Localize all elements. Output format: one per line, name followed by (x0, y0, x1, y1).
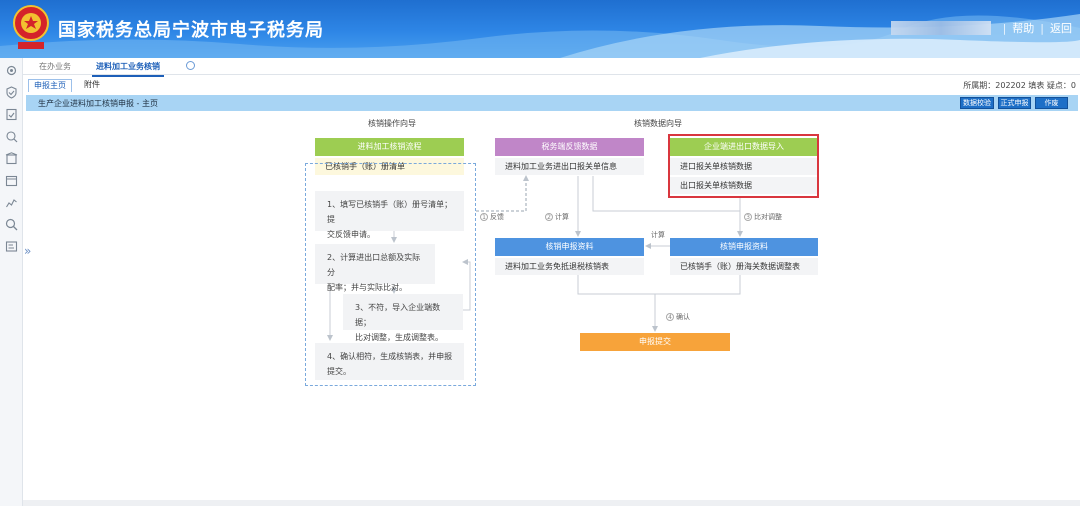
close-tab-icon[interactable] (186, 61, 195, 70)
data-guide-title: 核销数据向导 (634, 119, 682, 128)
submit-declaration-button[interactable]: 申报提交 (580, 333, 730, 351)
building-icon[interactable] (5, 152, 18, 165)
tab-in-progress[interactable]: 在办业务 (39, 62, 71, 71)
export-customs-data[interactable]: 出口报关单核销数据 (670, 177, 818, 194)
back-link[interactable]: 返回 (1050, 22, 1072, 35)
report-left-header: 核销申报资料 (495, 238, 644, 256)
step-2: 2、计算进出口总额及实际分 配率；并与实际比对。 (315, 244, 435, 292)
coin-search-icon[interactable] (5, 130, 18, 143)
import-customs-data[interactable]: 进口报关单核销数据 (670, 158, 818, 175)
search-icon[interactable] (5, 218, 18, 231)
tab-processing-verification[interactable]: 进料加工业务核销 (92, 62, 164, 77)
terminal-icon[interactable] (5, 240, 18, 253)
page-toolbar: 生产企业进料加工核销申报 - 主页 数据校验 正式申报 作废 (26, 95, 1078, 111)
step-3: 3、不符，导入企业端数据； 比对调整，生成调整表。 (343, 294, 463, 342)
user-info-blurred (890, 21, 991, 35)
verified-book-list[interactable]: 已核销手（账）册清单 (315, 158, 464, 175)
tax-feedback-header: 税务端反馈数据 (495, 138, 644, 156)
chevron-right-icon[interactable]: » (24, 244, 32, 258)
tab-bar: 在办业务 进料加工业务核销 (23, 58, 1080, 77)
subtab-bar: 申报主页 附件 所属期：202202 填表 疑点：0 (23, 79, 1080, 93)
tax-feedback-item[interactable]: 进料加工业务进出口报关单信息 (495, 158, 644, 175)
report-right-header: 核销申报资料 (670, 238, 818, 256)
chart-icon[interactable] (5, 196, 18, 209)
period-info: 所属期：202202 填表 疑点：0 (963, 81, 1076, 90)
process-steps-container (305, 163, 476, 386)
shield-icon[interactable] (5, 86, 18, 99)
app-header: 国家税务总局宁波市电子税务局 | 帮助 | 返回 (0, 0, 1080, 58)
top-right-links: | 帮助 | 返回 (890, 20, 1072, 36)
gear-icon[interactable] (5, 64, 18, 77)
step-1: 1、填写已核销手（账）册号清单；提 交反馈申请。 (315, 191, 464, 239)
page-title: 生产企业进料加工核销申报 - 主页 (38, 99, 158, 108)
validate-button[interactable]: 数据校验 (960, 97, 994, 109)
emblem-icon (13, 5, 49, 49)
process-header: 进料加工核销流程 (315, 138, 464, 156)
subtab-attachment[interactable]: 附件 (84, 80, 100, 89)
report-left-item[interactable]: 进料加工业务免抵退税核销表 (495, 258, 644, 275)
flow-label-calc2: 计算 (651, 231, 665, 239)
formal-submit-button[interactable]: 正式申报 (998, 97, 1031, 109)
operation-guide-title: 核销操作向导 (368, 119, 416, 128)
app-title: 国家税务总局宁波市电子税务局 (58, 20, 324, 41)
enterprise-import-header: 企业端进出口数据导入 (670, 138, 818, 156)
left-sidebar (0, 58, 23, 506)
highlight-frame (668, 134, 819, 198)
checklist-icon[interactable] (5, 108, 18, 121)
void-button[interactable]: 作废 (1035, 97, 1068, 109)
calendar-icon[interactable] (5, 174, 18, 187)
subtab-home[interactable]: 申报主页 (28, 79, 72, 92)
step-4: 4、确认相符，生成核销表，并申报 提交。 (315, 343, 464, 380)
bottom-bar (23, 500, 1080, 506)
help-link[interactable]: 帮助 (1012, 22, 1035, 35)
mountain-background (0, 14, 1080, 58)
report-right-item[interactable]: 已核销手（账）册海关数据调整表 (670, 258, 818, 275)
